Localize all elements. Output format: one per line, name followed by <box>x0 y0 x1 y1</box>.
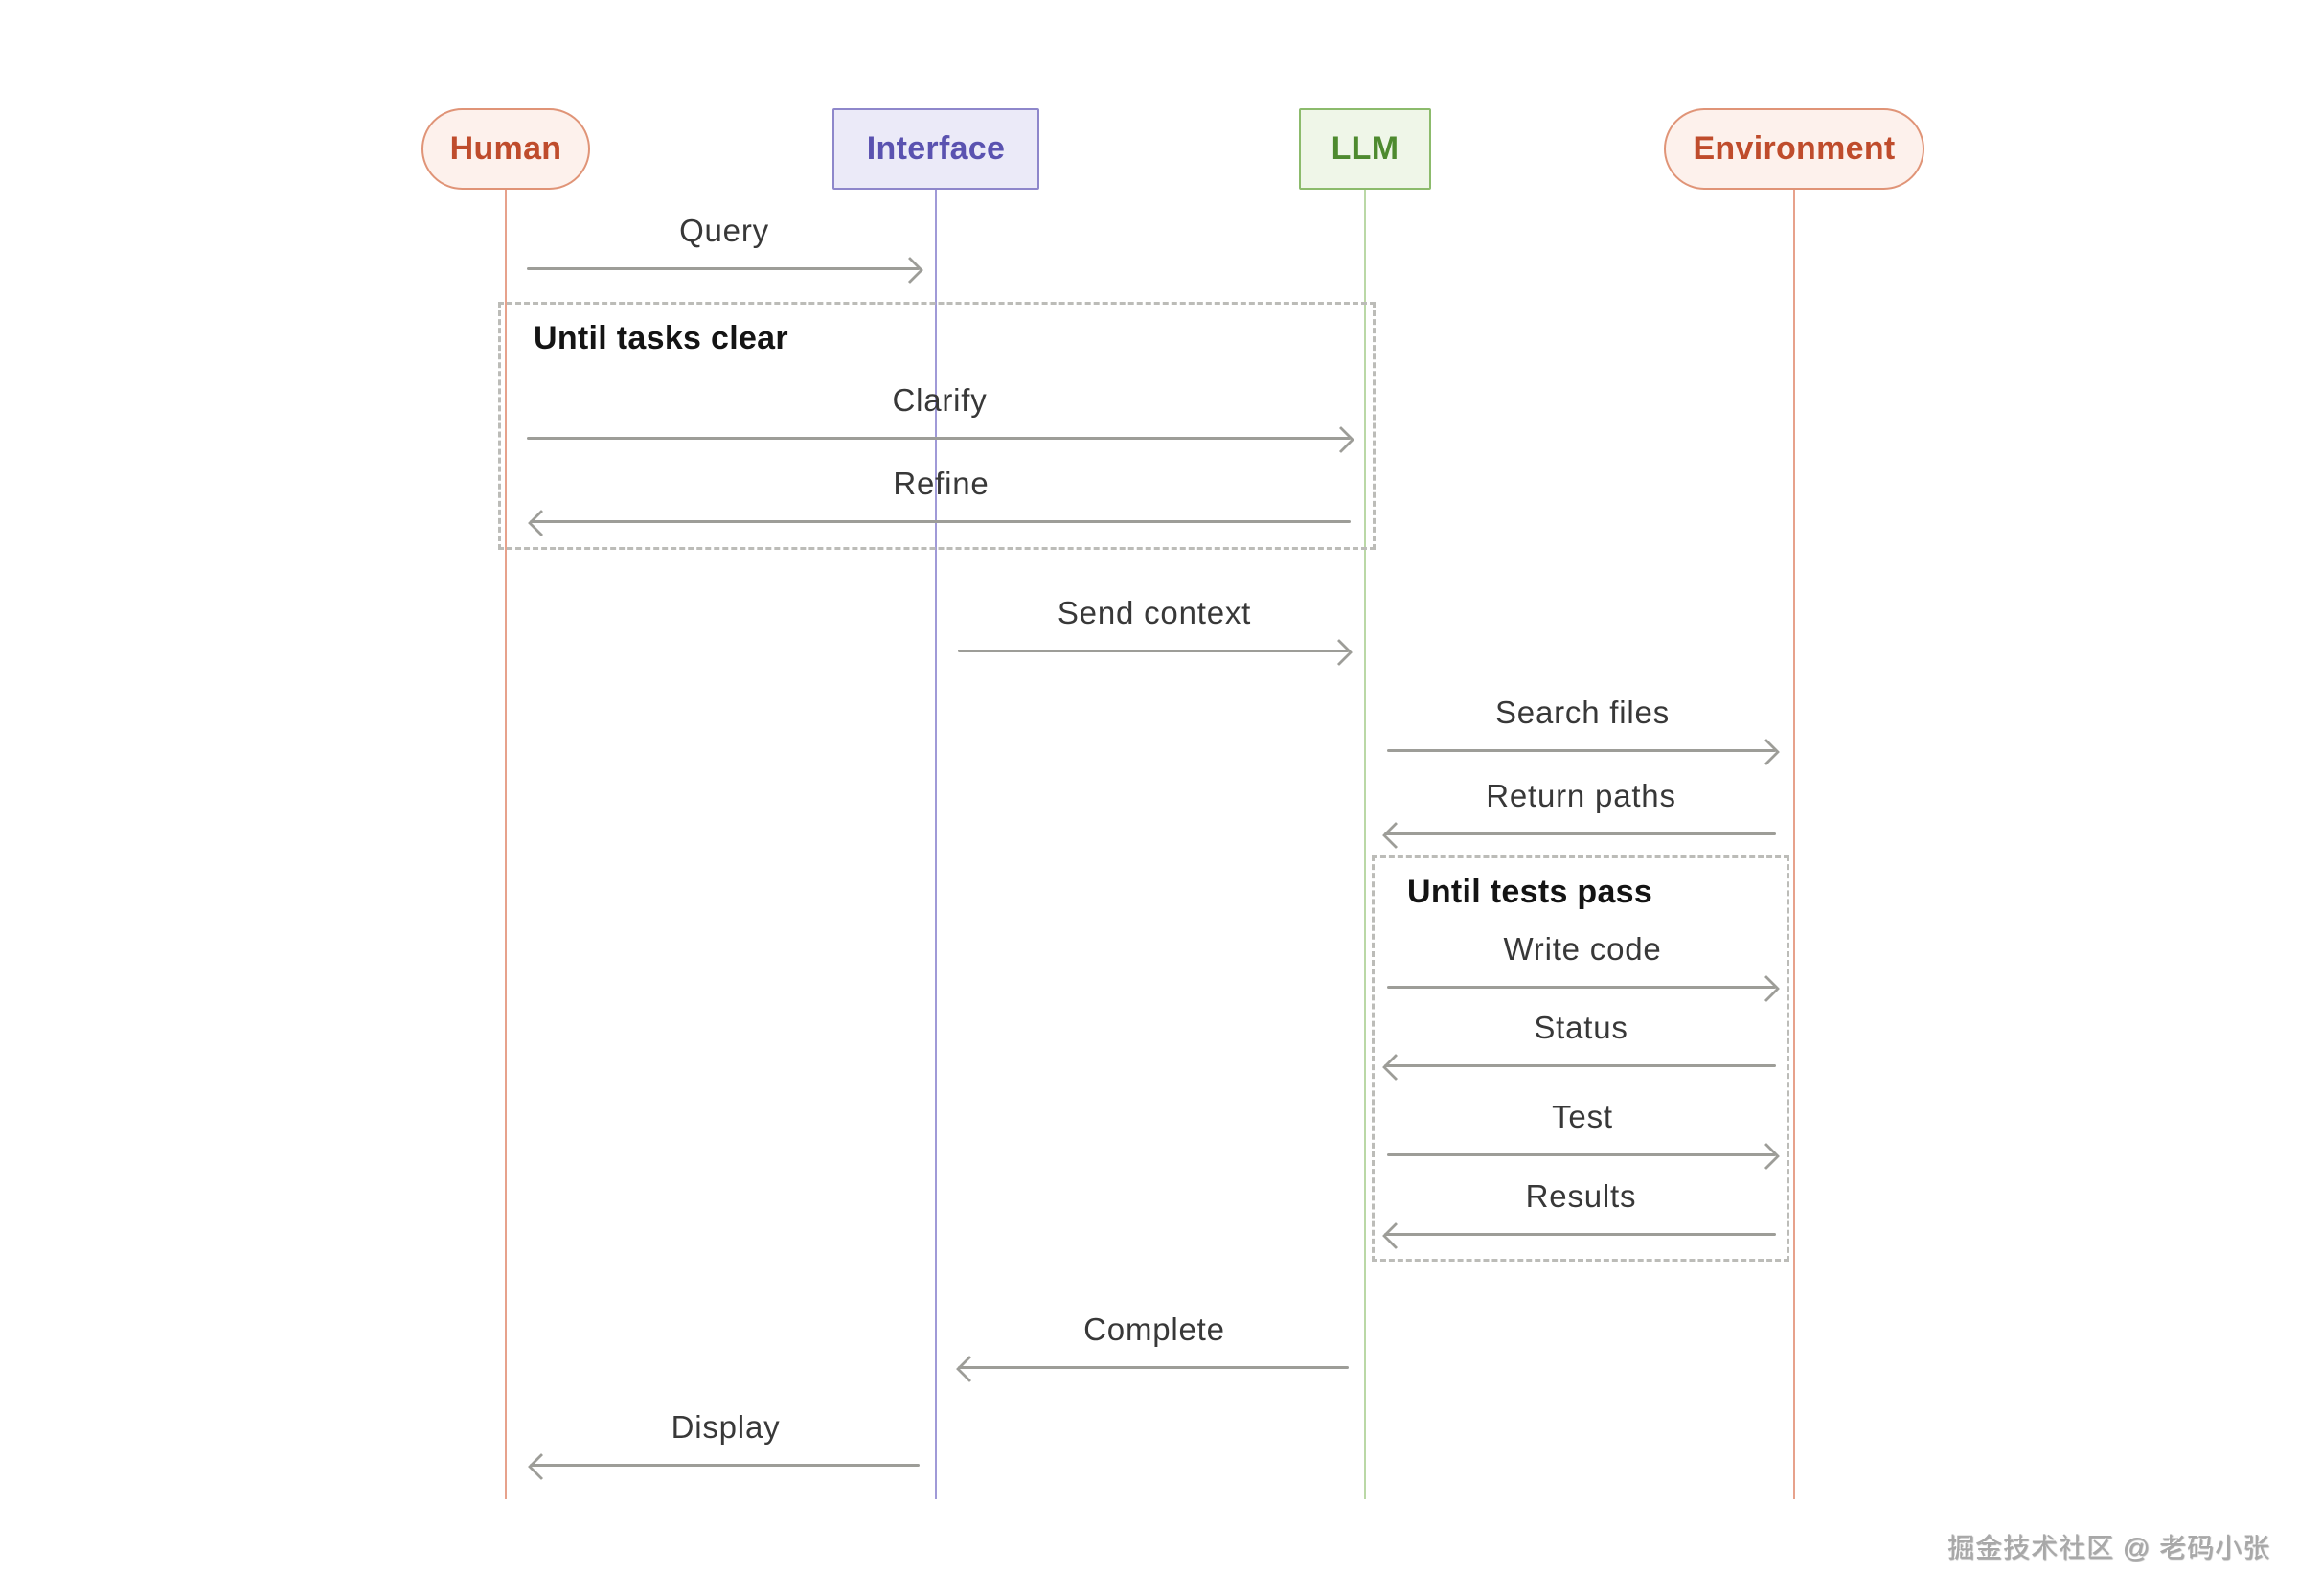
actor-label: Human <box>449 130 562 167</box>
arrow-right-icon <box>1387 973 1778 1002</box>
lifeline-human <box>505 189 507 1499</box>
message-label: Status <box>1534 1010 1628 1045</box>
arrow-left-icon <box>1384 820 1778 849</box>
message-test: Test <box>1387 1099 1778 1170</box>
message-label: Refine <box>893 466 990 501</box>
actor-label: Environment <box>1693 130 1896 167</box>
actor-environment: Environment <box>1664 108 1924 190</box>
lifeline-llm <box>1364 189 1366 1499</box>
actor-llm: LLM <box>1299 108 1431 190</box>
message-label: Display <box>671 1409 781 1445</box>
message-label: Results <box>1525 1178 1637 1214</box>
actor-label: LLM <box>1331 130 1400 167</box>
arrow-left-icon <box>530 508 1353 536</box>
message-label: Return paths <box>1486 778 1676 813</box>
loop-label: Until tests pass <box>1407 874 1653 910</box>
message-query: Query <box>527 213 922 284</box>
arrow-right-icon <box>1387 737 1778 765</box>
message-search-files: Search files <box>1387 695 1778 765</box>
message-refine: Refine <box>530 466 1353 536</box>
arrow-left-icon <box>530 1451 922 1480</box>
message-label: Test <box>1552 1099 1613 1134</box>
message-return-paths: Return paths <box>1384 778 1778 849</box>
message-status: Status <box>1384 1010 1778 1081</box>
arrow-left-icon <box>1384 1052 1778 1081</box>
watermark-credit: 掘金技术社区 @ 老码小张 <box>1947 1533 2270 1562</box>
message-send-context: Send context <box>958 595 1351 666</box>
actor-label: Interface <box>866 130 1006 167</box>
lifeline-interface <box>935 189 937 1499</box>
message-results: Results <box>1384 1178 1778 1249</box>
actor-human: Human <box>421 108 590 190</box>
arrow-right-icon <box>1387 1141 1778 1170</box>
message-label: Write code <box>1503 931 1662 967</box>
arrow-left-icon <box>958 1354 1351 1382</box>
loop-box-until-tests-pass: Until tests pass <box>1372 855 1789 1262</box>
arrow-right-icon <box>527 424 1353 453</box>
arrow-right-icon <box>527 255 922 284</box>
loop-label: Until tasks clear <box>534 320 788 356</box>
message-label: Complete <box>1083 1311 1225 1347</box>
message-complete: Complete <box>958 1311 1351 1382</box>
message-display: Display <box>530 1409 922 1480</box>
message-label: Send context <box>1057 595 1252 630</box>
loop-box-until-tasks-clear: Until tasks clear <box>498 302 1376 550</box>
arrow-right-icon <box>958 637 1351 666</box>
arrow-left-icon <box>1384 1220 1778 1249</box>
message-label: Search files <box>1494 695 1670 730</box>
actor-interface: Interface <box>832 108 1039 190</box>
message-clarify: Clarify <box>527 382 1353 453</box>
lifeline-environment <box>1793 189 1795 1499</box>
message-write-code: Write code <box>1387 931 1778 1002</box>
message-label: Clarify <box>892 382 988 418</box>
message-label: Query <box>679 213 769 248</box>
